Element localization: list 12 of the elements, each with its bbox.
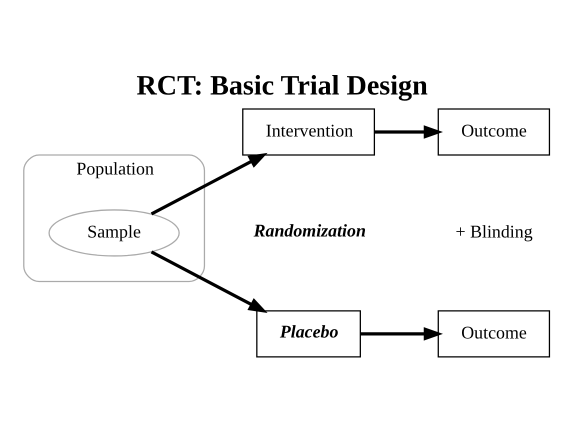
diagram-title: RCT: Basic Trial Design (136, 70, 428, 102)
label: Randomization (254, 220, 366, 240)
arrow (150, 152, 268, 216)
arrow (150, 250, 268, 313)
node-box: Outcome (438, 108, 550, 156)
node-box: Placebo (256, 310, 361, 358)
node-ellipse: Sample (48, 209, 180, 257)
node-box: Outcome (438, 310, 550, 358)
arrow (374, 125, 443, 139)
node-box: Intervention (242, 108, 376, 156)
arrow (360, 327, 443, 341)
label: + Blinding (456, 222, 533, 242)
